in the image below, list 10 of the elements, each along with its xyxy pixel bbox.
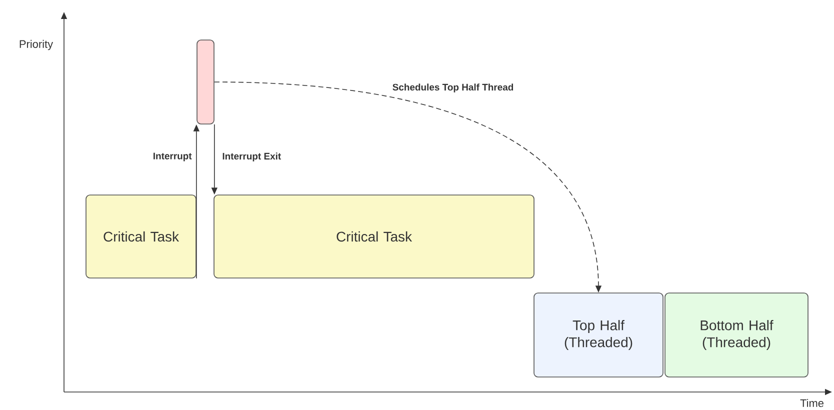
edge-label: Interrupt (154, 152, 192, 162)
axis-label: Time (800, 398, 824, 408)
task-box: Critical Task (214, 194, 534, 278)
interrupt-bar (196, 40, 214, 124)
task-box: Critical Task (86, 194, 196, 278)
thread-box: Bottom Half (Threaded) (664, 292, 808, 378)
thread-box: Top Half (Threaded) (534, 292, 664, 378)
edge-label: Interrupt Exit (222, 152, 281, 162)
edge-label: Schedules Top Half Thread (392, 84, 514, 92)
axis-label: Priority (20, 40, 54, 50)
